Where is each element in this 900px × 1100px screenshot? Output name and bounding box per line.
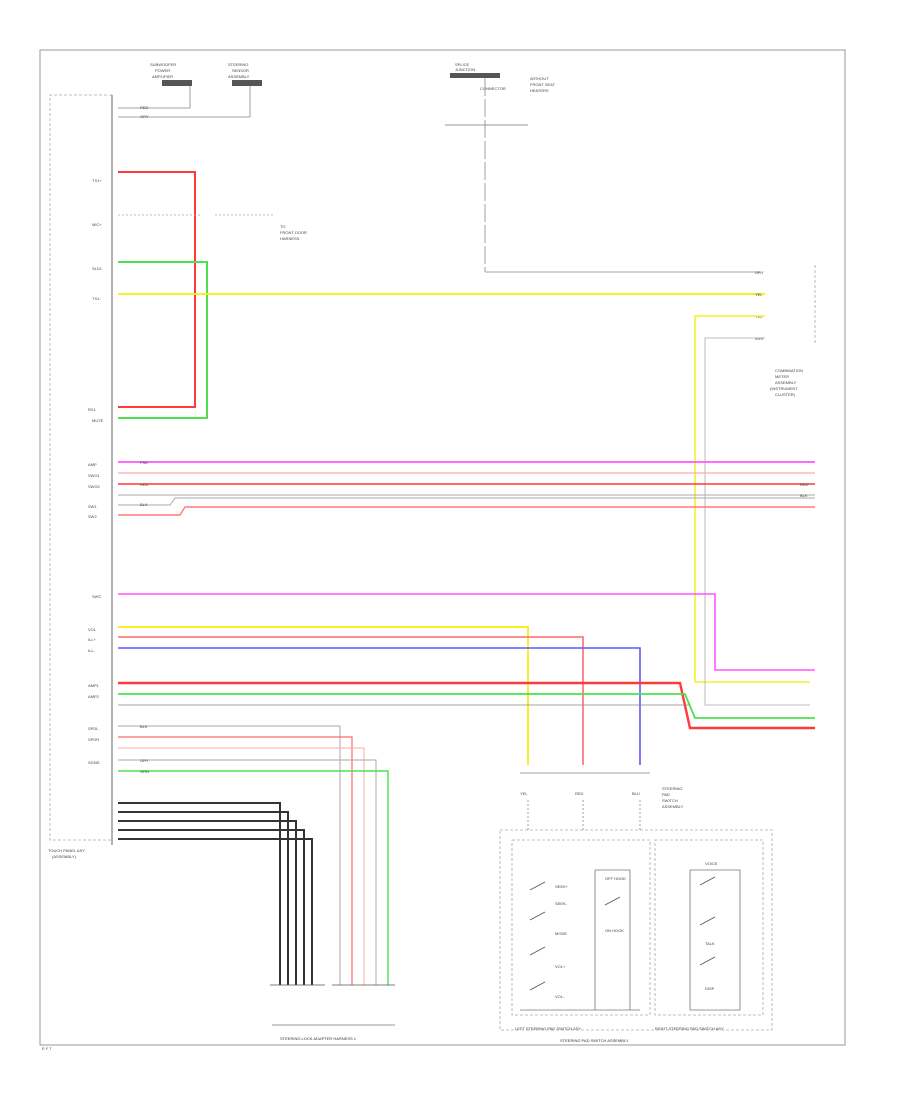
svg-text:VOL+: VOL+	[555, 964, 566, 969]
svg-text:TALK: TALK	[705, 941, 715, 946]
svg-text:CONNECTOR: CONNECTOR	[480, 86, 506, 91]
svg-text:SPLICE: SPLICE	[455, 62, 470, 67]
wire-blue-pad	[118, 647, 641, 765]
svg-text:GRY: GRY	[140, 758, 149, 763]
svg-text:ASSEMBLY: ASSEMBLY	[775, 380, 797, 385]
svg-text:SPDL: SPDL	[88, 726, 99, 731]
svg-text:ASSEMBLY: ASSEMBLY	[228, 74, 250, 79]
left-component-outline	[49, 94, 112, 841]
svg-text:TO: TO	[280, 224, 285, 229]
pad-connectors: YEL RED BLU STEERING PAD SWITCH ASSEMBLY	[520, 772, 684, 830]
steering-pad-switch-box: SEEK+ SEEK- MODE VOL+ VOL- OFF HOOK ON H…	[499, 829, 773, 1043]
svg-text:HARNESS: HARNESS	[280, 236, 300, 241]
wire-pink-long	[118, 593, 815, 671]
right-upper-connector: GRY YEL YEL WHT COMBINATION METER ASSEMB…	[694, 265, 816, 706]
svg-text:AMPLIFIER: AMPLIFIER	[152, 74, 173, 79]
bottom-left-title: STEERING LOCK ADAPTER HARNESS 1	[280, 1036, 357, 1041]
svg-text:AMP2: AMP2	[88, 694, 100, 699]
page-frame	[39, 49, 846, 1046]
left-pin-labels: TX1+ MIC+ SLD1 TX1- RX1 MUTE AMP SWG1 SW…	[88, 178, 104, 765]
footer-code: E F T	[42, 1046, 52, 1051]
svg-text:BLK: BLK	[800, 493, 808, 498]
svg-text:ON HOOK: ON HOOK	[605, 928, 624, 933]
svg-text:SEEK+: SEEK+	[555, 884, 569, 889]
svg-text:PAD: PAD	[662, 792, 670, 797]
svg-text:JUNCTION: JUNCTION	[455, 67, 475, 72]
wire-red-pad	[118, 636, 584, 765]
svg-text:ILL-: ILL-	[88, 648, 96, 653]
svg-text:YEL: YEL	[755, 292, 763, 297]
svg-text:GRN: GRN	[140, 769, 149, 774]
adapter-wires: BLK GRY GRN	[118, 724, 389, 985]
svg-text:RX1: RX1	[88, 407, 97, 412]
svg-text:AMP1: AMP1	[88, 683, 100, 688]
top-center-note: WITHOUT	[530, 76, 549, 81]
svg-text:SGND: SGND	[88, 760, 100, 765]
svg-text:SWITCH: SWITCH	[662, 798, 678, 803]
svg-text:AMP: AMP	[88, 462, 97, 467]
svg-text:(ASSEMBLY): (ASSEMBLY)	[52, 854, 77, 859]
left-box-label: TOUCH PANEL ASY	[48, 848, 85, 853]
svg-text:RED: RED	[575, 791, 584, 796]
top-left-connectors: SUBWOOFER POWER AMPLIFIER STEERING SENSO…	[118, 62, 262, 119]
svg-text:METER: METER	[775, 374, 789, 379]
top-center-splice: SPLICE JUNCTION CONNECTOR WITHOUT FRONT …	[445, 62, 760, 273]
svg-text:FRONT DOOR: FRONT DOOR	[280, 230, 307, 235]
svg-text:TX1-: TX1-	[92, 296, 101, 301]
svg-text:TX1+: TX1+	[92, 178, 102, 183]
svg-text:RED: RED	[800, 482, 809, 487]
svg-text:SW1: SW1	[88, 504, 97, 509]
svg-text:GRY: GRY	[140, 114, 149, 119]
svg-text:VOL: VOL	[88, 627, 97, 632]
svg-text:RED: RED	[140, 482, 149, 487]
sub-box-b-label: RIGHT STEERING PAD SWITCH ASY	[655, 1026, 724, 1031]
svg-text:RED: RED	[140, 105, 149, 110]
svg-text:SW2: SW2	[88, 514, 97, 519]
svg-text:ILL+: ILL+	[88, 637, 97, 642]
svg-text:SENSOR: SENSOR	[232, 68, 249, 73]
svg-text:FRONT SEAT: FRONT SEAT	[530, 82, 556, 87]
svg-text:SWG2: SWG2	[88, 484, 101, 489]
conn-a-label: SUBWOOFER	[150, 62, 176, 67]
bottom-right-title: STEERING PAD SWITCH ASSEMBLY	[560, 1038, 629, 1043]
svg-text:MIC+: MIC+	[92, 222, 102, 227]
middle-bus: PNK RED BLK RED BLK	[118, 460, 815, 516]
right-conn-label: COMBINATION	[775, 368, 803, 373]
svg-text:PNK: PNK	[140, 460, 149, 465]
wire-red-upper	[118, 171, 196, 408]
svg-text:POWER: POWER	[155, 68, 170, 73]
conn-b-label: STEERING	[228, 62, 248, 67]
mid-note: TO FRONT DOOR HARNESS	[118, 214, 307, 241]
svg-text:MUTE: MUTE	[92, 418, 104, 423]
svg-text:BLK: BLK	[140, 502, 148, 507]
wire-red-lower	[118, 681, 815, 730]
svg-text:SWC: SWC	[92, 594, 101, 599]
svg-text:ASSEMBLY: ASSEMBLY	[662, 804, 684, 809]
svg-text:HEATERS: HEATERS	[530, 88, 549, 93]
wire-green-upper	[118, 261, 208, 419]
black-bundle	[118, 802, 395, 986]
svg-text:SLD1: SLD1	[92, 266, 103, 271]
svg-text:DISP: DISP	[705, 986, 715, 991]
svg-text:MODE: MODE	[555, 931, 567, 936]
svg-text:SWG1: SWG1	[88, 473, 101, 478]
svg-text:GRY: GRY	[755, 270, 764, 275]
svg-text:VOL-: VOL-	[555, 994, 565, 999]
svg-text:BLU: BLU	[632, 791, 640, 796]
sub-box-a-label: LEFT STEERING PAD SWITCH ASY	[515, 1026, 581, 1031]
wire-green-lower	[118, 693, 815, 719]
svg-text:OFF HOOK: OFF HOOK	[605, 876, 626, 881]
svg-text:SPDR: SPDR	[88, 737, 99, 742]
svg-text:CLUSTER): CLUSTER)	[775, 392, 796, 397]
svg-text:(INSTRUMENT: (INSTRUMENT	[770, 386, 798, 391]
svg-text:VOICE: VOICE	[705, 861, 718, 866]
svg-text:YEL: YEL	[520, 791, 528, 796]
wire-yellow-pad	[118, 626, 529, 765]
svg-text:SEEK-: SEEK-	[555, 901, 568, 906]
svg-text:STEERING: STEERING	[662, 786, 682, 791]
svg-text:WHT: WHT	[755, 336, 765, 341]
svg-text:BLK: BLK	[140, 724, 148, 729]
